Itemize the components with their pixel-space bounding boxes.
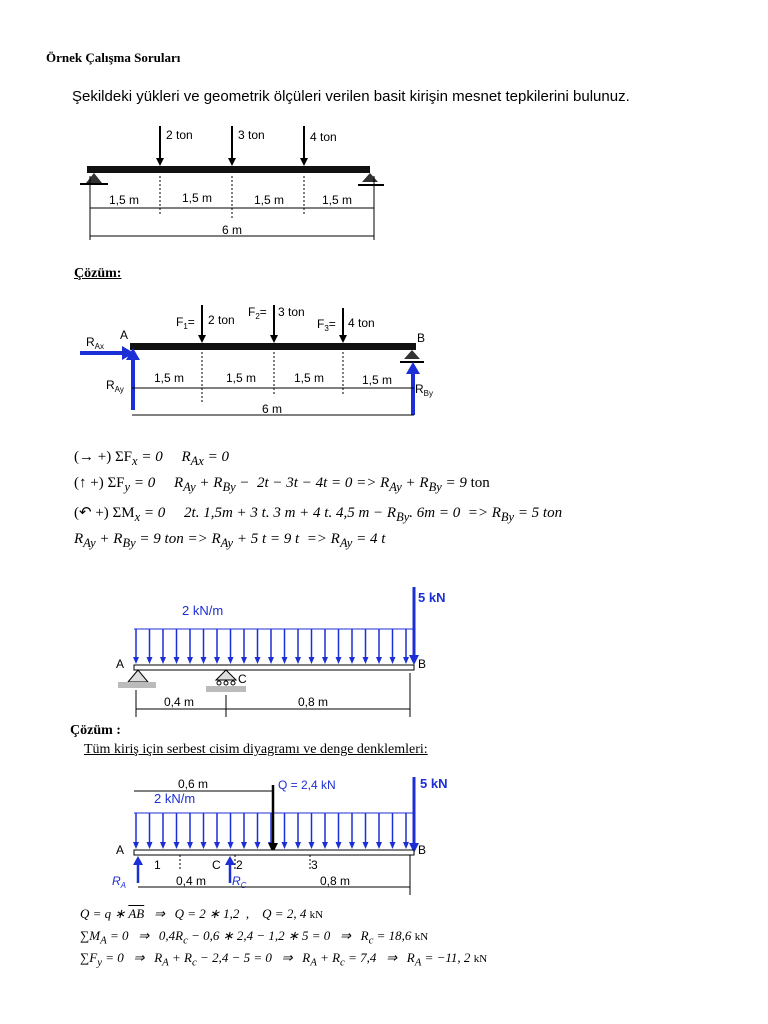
equation-3: (↶ +) ΣMx = 0 2t. 1,5m + 3 t. 3 m + 4 t.… (74, 505, 563, 524)
roller-support-b (404, 350, 420, 359)
svg-text:RA: RA (112, 874, 126, 890)
f3-equals: = (329, 317, 336, 331)
rax-arrow (80, 346, 134, 360)
span-label-1: 1,5 m (109, 193, 139, 207)
svg-text:RC: RC (232, 874, 247, 890)
load-label-3: 4 ton (310, 130, 337, 144)
f3-label: F (317, 317, 324, 331)
rby-subscript: By (424, 389, 433, 398)
roller-support-c (206, 669, 246, 692)
point-b-label: B (417, 331, 425, 345)
point-load-label: 5 kN (418, 590, 445, 605)
f3-value: 4 ton (348, 316, 375, 330)
equation-7: ∑Fy = 0 ⇒ RA + Rc − 2,4 − 5 = 0 ⇒ RA + R… (80, 950, 488, 969)
equation-1: (→ +) ΣFx = 0 RAx = 0 (74, 449, 229, 468)
dim-08-b: 0,8 m (320, 874, 350, 888)
fbd-beam (130, 343, 416, 350)
ra-label: R (112, 874, 121, 888)
equation-5: Q = q ∗ AB ⇒ Q = 2 ∗ 1,2 , Q = 2, 4 kN (80, 906, 324, 921)
svg-text:RAy: RAy (106, 378, 124, 394)
svg-text:RAx: RAx (86, 335, 104, 351)
dim-04-b: 0,4 m (176, 874, 206, 888)
dist-load-label: 2 kN/m (182, 603, 223, 618)
point-load-label-2: 5 kN (420, 776, 447, 791)
distributed-load (133, 629, 409, 664)
section-1: 1 (154, 858, 161, 872)
ray-arrow (126, 348, 140, 410)
point-a-label: A (120, 328, 128, 342)
label-a-3: A (116, 843, 124, 857)
section-3: 3 (311, 858, 318, 872)
label-c-2: C (238, 672, 247, 686)
f1-value: 2 ton (208, 313, 235, 327)
rc-label: R (232, 874, 241, 888)
rc-subscript: C (241, 881, 247, 890)
solution-heading: Çözüm: (74, 266, 122, 281)
roller-support-right (358, 173, 384, 186)
solution-heading-2: Çözüm : (70, 723, 121, 738)
section-2: 2 (236, 858, 243, 872)
label-b-3: B (418, 843, 426, 857)
figure-simple-beam: 2 ton 3 ton 4 ton 1,5 m 1,5 m 1,5 m 1,5 … (80, 126, 384, 240)
svg-text:F2=: F2= (248, 305, 267, 321)
problem-statement: Şekildeki yükleri ve geometrik ölçüleri … (72, 88, 630, 105)
f1-subscript: 1 (183, 322, 188, 331)
figure-free-body: A B RAx RAy RBy F1= 2 ton F2= 3 ton F3= … (80, 305, 433, 416)
svg-text:RBy: RBy (415, 382, 433, 398)
span-label-2: 1,5 m (182, 191, 212, 205)
page-title: Örnek Çalışma Soruları (46, 50, 181, 65)
load-label-1: 2 ton (166, 128, 193, 142)
figure-overhang-beam: 5 kN 2 kN/m A B C 0,4 m 0,8 m (116, 587, 445, 717)
label-a-2: A (116, 657, 124, 671)
dim-06-label: 0,6 m (178, 777, 208, 791)
equation-6: ∑MA = 0 ⇒ 0,4Rc − 0,6 ∗ 2,4 − 1,2 ∗ 5 = … (80, 928, 429, 947)
beam-2 (133, 664, 415, 671)
fbd-span-4: 1,5 m (362, 373, 392, 387)
fbd-span-2: 1,5 m (226, 371, 256, 385)
total-length-label: 6 m (222, 223, 242, 237)
label-c-3: C (212, 858, 221, 872)
fbd-span-3: 1,5 m (294, 371, 324, 385)
ray-subscript: Ay (115, 385, 124, 394)
f2-label: F (248, 305, 255, 319)
fbd-caption: Tüm kiriş için serbest cisim diyagramı v… (84, 742, 428, 757)
figure-overhang-fbd: 0,6 m 2 kN/m Q = 2,4 kN 5 kN A B C 1 2 3… (112, 776, 447, 895)
load-arrow-2 (228, 126, 236, 166)
beam (87, 166, 370, 173)
rby-arrow (406, 362, 420, 415)
f2-subscript: 2 (255, 312, 260, 321)
rby-label: R (415, 382, 424, 396)
f1-label: F (176, 315, 183, 329)
span-label-3: 1,5 m (254, 193, 284, 207)
load-arrow-1 (156, 126, 164, 166)
beam-fbd-2 (133, 849, 415, 856)
f2-value: 3 ton (278, 305, 305, 319)
rax-subscript: Ax (95, 342, 104, 351)
f2-equals: = (260, 305, 267, 319)
load-label-2: 3 ton (238, 128, 265, 142)
fbd-span-1: 1,5 m (154, 371, 184, 385)
span-label-4: 1,5 m (322, 193, 352, 207)
dim-04: 0,4 m (164, 695, 194, 709)
dist-load-label-2: 2 kN/m (154, 791, 195, 806)
f3-subscript: 3 (324, 324, 329, 333)
equation-2: (↑ +) ΣFy = 0 RAy + RBy − 2t − 3t − 4t =… (74, 475, 490, 494)
load-arrow-3 (300, 126, 308, 166)
ray-label: R (106, 378, 115, 392)
equation-4: RAy + RBy = 9 ton => RAy + 5 t = 9 t => … (74, 531, 386, 550)
resultant-q-label: Q = 2,4 kN (278, 778, 336, 792)
svg-text:F1=: F1= (176, 315, 195, 331)
pin-support-a (118, 669, 156, 688)
ra-subscript: A (120, 881, 126, 890)
dim-08: 0,8 m (298, 695, 328, 709)
pin-support-left (80, 173, 108, 185)
rax-label: R (86, 335, 95, 349)
svg-text:F3=: F3= (317, 317, 336, 333)
f1-equals: = (188, 315, 195, 329)
label-b-2: B (418, 657, 426, 671)
fbd-total: 6 m (262, 402, 282, 416)
